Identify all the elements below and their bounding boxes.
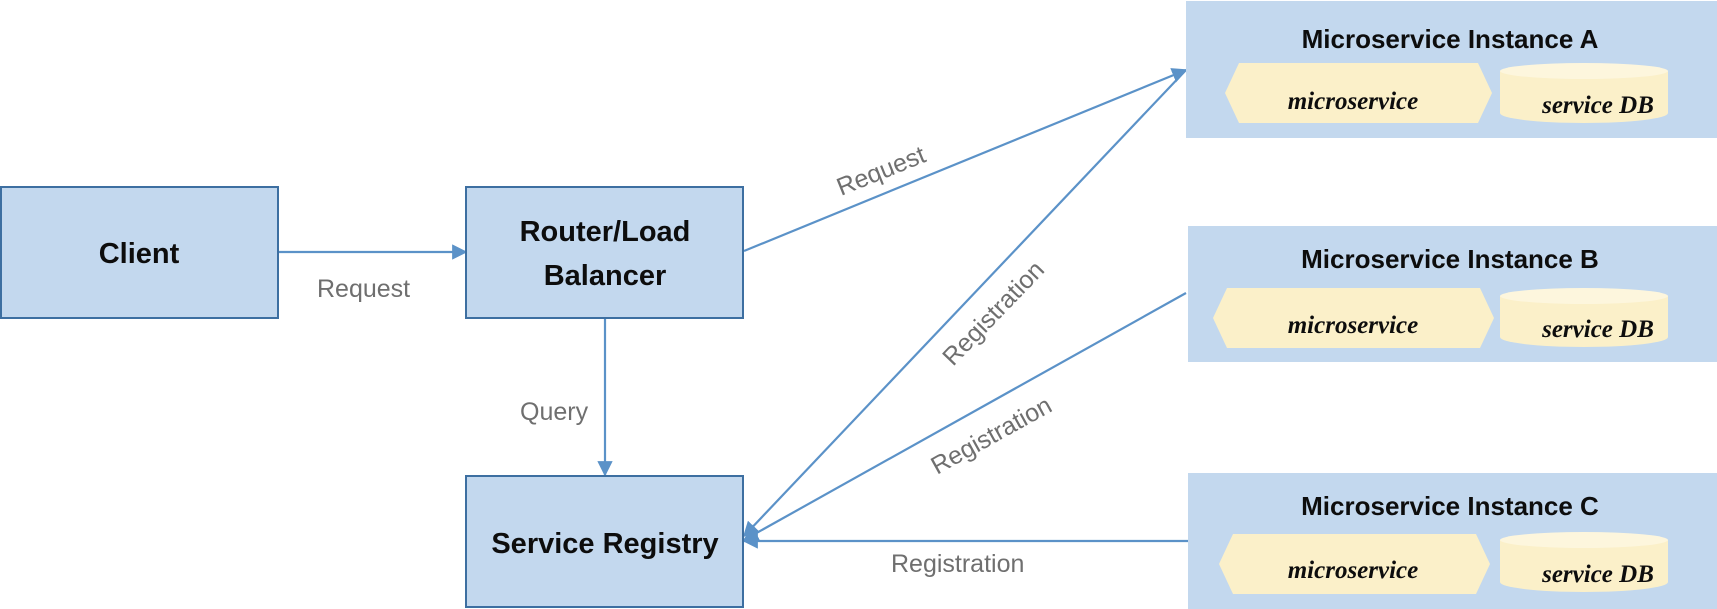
- edge-label-client-request: Request: [317, 275, 410, 303]
- instance-a-microservice-shape: [1225, 63, 1492, 123]
- instance-b-microservice-label: microservice: [1288, 312, 1419, 339]
- client-node: Client: [0, 186, 279, 319]
- microservice-instance-c: Microservice Instance C microservice ser…: [1188, 473, 1717, 609]
- edge-label-registration-b: Registration: [926, 391, 1056, 480]
- microservice-instance-a: Microservice Instance A microservice ser…: [1186, 1, 1717, 138]
- instance-b-db-icon: [1500, 288, 1668, 347]
- instance-c-microservice-label: microservice: [1288, 557, 1419, 584]
- edge-instance-b-to-registry: [742, 292, 1187, 541]
- edge-instance-a-to-registry: [742, 69, 1187, 538]
- edge-label-query: Query: [520, 398, 589, 426]
- edge-label-registration-c: Registration: [891, 550, 1024, 578]
- instance-a-microservice-label: microservice: [1288, 88, 1419, 115]
- instance-c-db-icon: [1500, 532, 1668, 592]
- router-load-balancer-node: Router/Load Balancer: [465, 186, 744, 319]
- instance-c-db-label: service DB: [1541, 561, 1654, 588]
- router-label-line2: Balancer: [544, 260, 667, 292]
- instance-c-title: Microservice Instance C: [1301, 491, 1599, 521]
- service-registry-node: Service Registry: [465, 475, 744, 608]
- instance-b-db-label: service DB: [1541, 316, 1654, 343]
- instance-b-title: Microservice Instance B: [1301, 244, 1599, 274]
- edge-router-to-instance-a: [743, 68, 1188, 253]
- service-registry-label: Service Registry: [491, 528, 718, 560]
- instance-c-microservice-shape: [1219, 534, 1490, 594]
- router-label-line1: Router/Load: [520, 216, 691, 248]
- instance-a-title: Microservice Instance A: [1302, 24, 1599, 54]
- client-label: Client: [99, 238, 180, 270]
- edge-label-router-request: Request: [833, 141, 930, 202]
- microservice-instance-b: Microservice Instance B microservice ser…: [1188, 226, 1717, 362]
- instance-a-db-icon: [1500, 63, 1668, 123]
- instance-b-microservice-shape: [1213, 288, 1494, 348]
- instance-a-db-label: service DB: [1541, 92, 1654, 119]
